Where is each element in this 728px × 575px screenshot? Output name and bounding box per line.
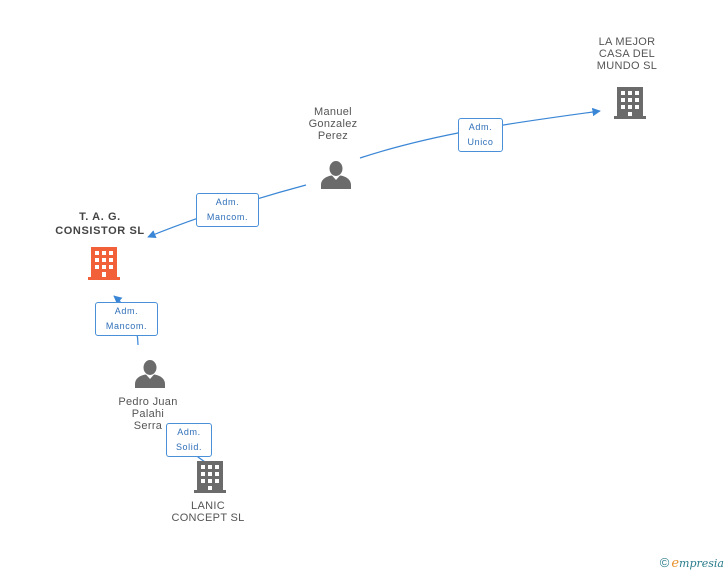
building-icon[interactable] (194, 460, 226, 493)
node-label-line: Gonzalez (308, 118, 358, 130)
person-icon[interactable] (135, 359, 165, 388)
node-label-tag: T. A. G. CONSISTOR SL (48, 210, 152, 238)
badge-line: Adm. (177, 427, 201, 437)
brand-initial: e (671, 556, 680, 571)
empresia-brand: ©empresia (660, 555, 724, 571)
badge-line: Adm. (215, 197, 240, 207)
node-label-line: CONSISTOR SL (55, 225, 145, 237)
node-label-pedro: Pedro Juan Palahi Serra (106, 396, 190, 432)
badge-line: Adm. (468, 122, 493, 132)
node-label-la-mejor: LA MEJOR CASA DEL MUNDO SL (585, 36, 669, 72)
edge-badge-adm-mancom[interactable]: Adm. Mancom. (95, 302, 158, 336)
badge-line: Mancom. (206, 212, 249, 222)
copyright-icon: © (659, 555, 670, 570)
node-label-line: T. A. G. (79, 211, 121, 223)
badge-line: Solid. (175, 442, 203, 452)
node-label-line: Pedro Juan (118, 396, 178, 408)
node-label-line: CONCEPT SL (171, 512, 245, 524)
node-label-line: LA MEJOR (598, 36, 656, 48)
node-label-manuel: Manuel Gonzalez Perez (293, 106, 373, 142)
node-label-line: LANIC (191, 500, 225, 512)
person-icon[interactable] (321, 160, 351, 189)
brand-name: mpresia (679, 557, 724, 570)
node-label-lanic: LANIC CONCEPT SL (166, 500, 250, 524)
edge-badge-adm-unico[interactable]: Adm. Unico (458, 118, 503, 152)
edge-badge-adm-mancom[interactable]: Adm. Mancom. (196, 193, 259, 227)
node-label-line: Serra (133, 420, 163, 432)
node-label-line: Manuel (314, 106, 352, 118)
badge-line: Mancom. (105, 321, 148, 331)
building-icon[interactable] (614, 86, 646, 119)
badge-line: Unico (467, 137, 494, 147)
node-label-line: Palahi (131, 408, 165, 420)
badge-line: Adm. (114, 306, 139, 316)
node-label-line: CASA DEL (598, 48, 656, 60)
edge-badge-adm-solid[interactable]: Adm. Solid. (166, 423, 212, 457)
node-label-line: MUNDO SL (596, 60, 658, 72)
node-label-line: Perez (317, 130, 349, 142)
building-icon[interactable] (88, 246, 120, 280)
